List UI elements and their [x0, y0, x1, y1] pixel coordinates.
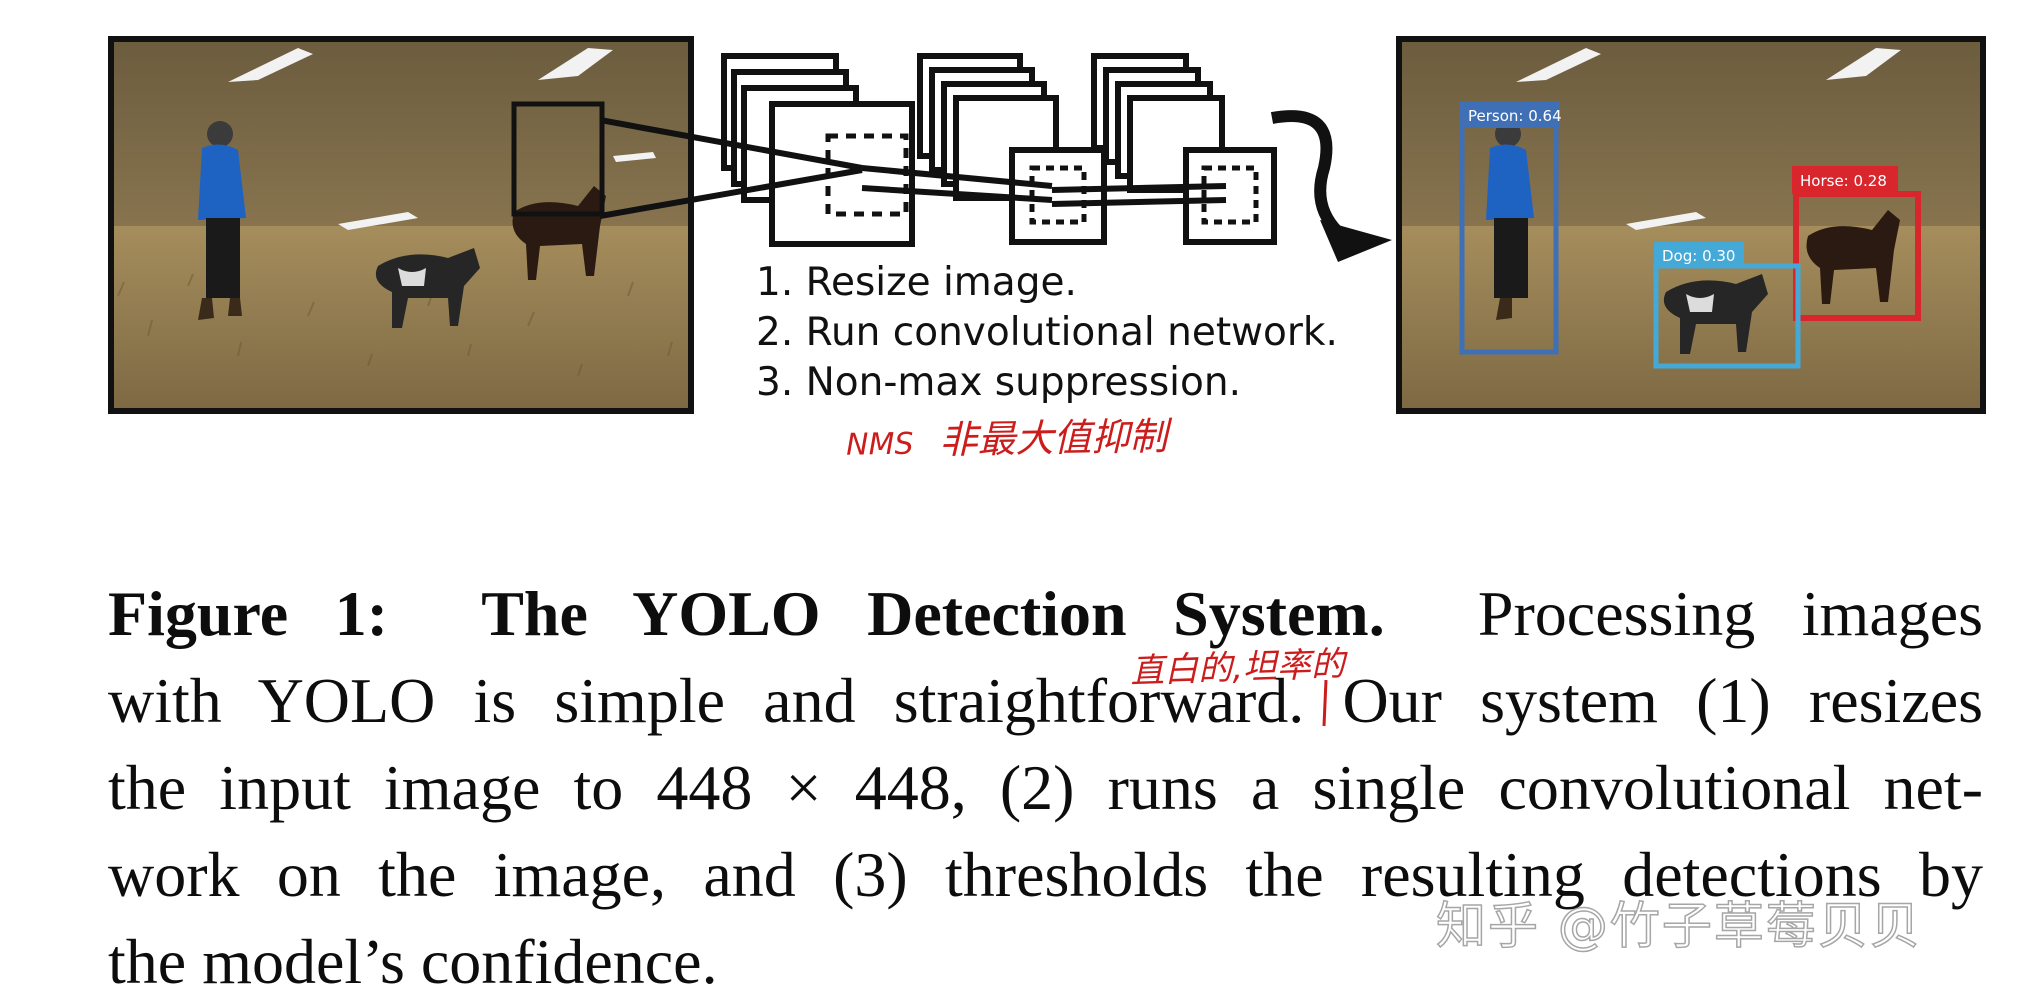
- conv-block-2: [920, 56, 1104, 242]
- caption-line-2: with YOLO is simple and straightforward.…: [108, 657, 1983, 744]
- caption-label: Figure 1:: [108, 578, 388, 649]
- nms-chinese-note: 非最大值抑制: [939, 414, 1168, 462]
- nms-abbreviation: NMS: [846, 427, 914, 463]
- step-non-max-suppression: 3. Non-max suppression.: [756, 358, 1338, 408]
- conv-block-3: [1094, 56, 1274, 242]
- label-person: Person: 0.64: [1468, 107, 1562, 125]
- caption-line1-rest: Processing images: [1478, 578, 1983, 649]
- step-run-network: 2. Run convolutional network.: [756, 308, 1338, 358]
- gloss-caret: [1316, 680, 1336, 730]
- watermark: 知乎 @竹子草莓贝贝: [1436, 886, 1922, 958]
- label-dog: Dog: 0.30: [1662, 247, 1735, 265]
- label-horse: Horse: 0.28: [1800, 172, 1887, 190]
- pipeline-steps: 1. Resize image. 2. Run convolutional ne…: [756, 258, 1338, 408]
- caption-line-3: the input image to 448 × 448, (2) runs a…: [108, 744, 1983, 831]
- caption-title: The YOLO Detection System.: [481, 578, 1385, 649]
- step-resize: 1. Resize image.: [756, 258, 1338, 308]
- output-image: Person: 0.64 Horse: 0.28 Dog: 0.30: [1396, 36, 1986, 414]
- nms-handwritten-annotation: NMS 非最大值抑制: [846, 405, 1168, 466]
- caption-line-1: Figure 1: The YOLO Detection System. Pro…: [108, 570, 1983, 657]
- straightforward-handwritten-gloss: 直白的,坦率的: [1129, 636, 1345, 692]
- output-arrow: [1272, 116, 1392, 262]
- network-diagram: [600, 40, 1400, 270]
